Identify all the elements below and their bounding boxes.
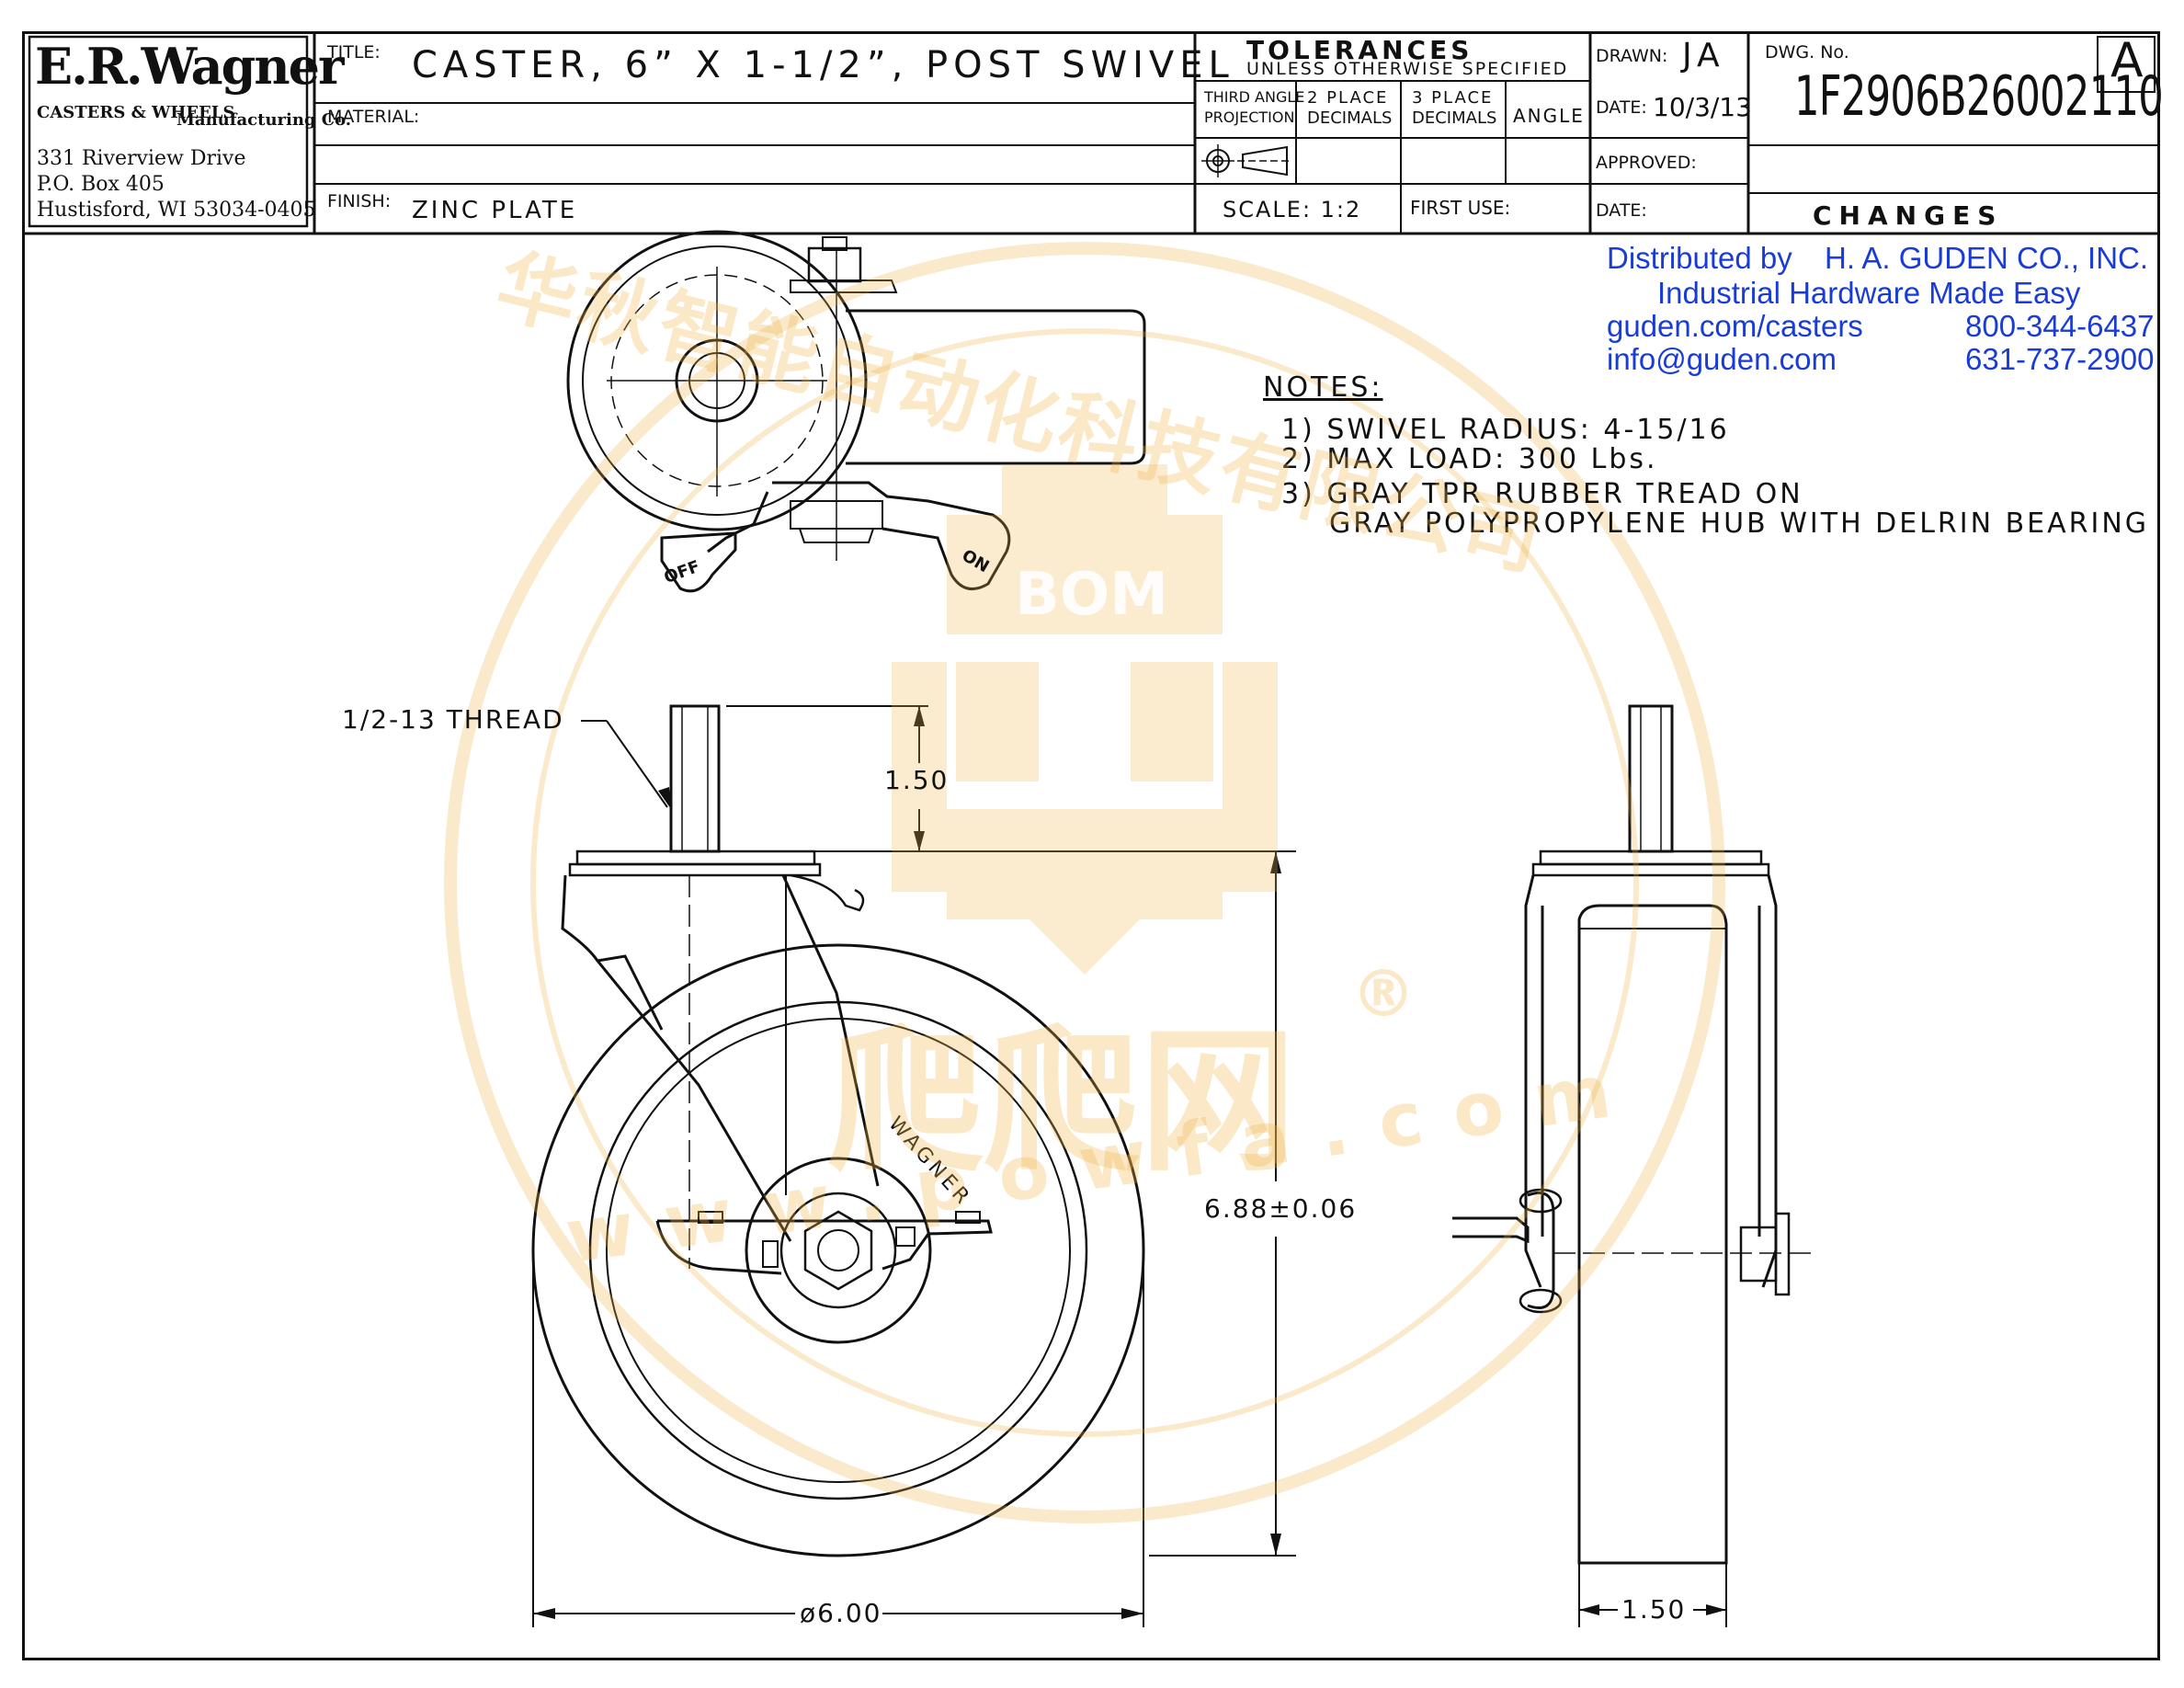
- note-2: 2) MAX LOAD: 300 Lbs.: [1281, 443, 1658, 475]
- two-place-line2: DECIMALS: [1307, 108, 1393, 128]
- tolerances-subtitle: UNLESS OTHERWISE SPECIFIED: [1246, 59, 1569, 79]
- tolerances-title: TOLERANCES: [1246, 35, 1473, 65]
- thread-callout: 1/2-13 THREAD: [342, 704, 564, 735]
- date2-label: DATE:: [1596, 200, 1647, 221]
- scale-label: SCALE: 1:2: [1223, 197, 1362, 222]
- top-view: [566, 230, 1146, 593]
- distributor-web-link[interactable]: guden.com/casters: [1607, 309, 1863, 343]
- dwg-number: 1F2906B26002110: [1794, 64, 2164, 129]
- wheel-diameter-dimension: ø6.00: [800, 1598, 882, 1628]
- address-line2: P.O. Box 405: [37, 173, 165, 196]
- watermark-bom-shape: [892, 464, 1278, 975]
- distributor-phone1: 800-344-6437: [1965, 309, 2155, 343]
- dwg-label: DWG. No.: [1765, 42, 1849, 63]
- drawing-sheet-border: [22, 31, 2160, 1660]
- watermark-bom: BOM: [1015, 561, 1168, 629]
- drawing-title: CASTER, 6” X 1-1/2”, POST SWIVEL: [412, 44, 1234, 86]
- width-dimension: 1.50: [1621, 1594, 1687, 1625]
- changes-label: CHANGES: [1813, 200, 2004, 231]
- watermark-rings: [444, 242, 1725, 1523]
- dimension-lines: [532, 705, 1727, 1627]
- watermark-registered: ®: [1351, 956, 1416, 1032]
- distributor-slogan: Industrial Hardware Made Easy: [1657, 276, 2081, 310]
- company-logo: E.R.Wagner: [35, 37, 344, 96]
- finish-label: FINISH:: [327, 191, 392, 211]
- side-view: [1452, 704, 1811, 1565]
- note-3: 3) GRAY TPR RUBBER TREAD ON: [1281, 478, 1803, 510]
- two-place-line1: 2 PLACE: [1307, 88, 1389, 108]
- date-label: DATE:: [1596, 97, 1647, 118]
- overall-height-dimension: 6.88±0.06: [1204, 1193, 1358, 1224]
- distributor-name: H. A. GUDEN CO., INC.: [1825, 241, 2149, 275]
- note-3-continued: GRAY POLYPROPYLENE HUB WITH DELRIN BEARI…: [1329, 508, 2150, 540]
- first-use-label: FIRST USE:: [1410, 197, 1511, 219]
- address-line3: Hustisford, WI 53034-0405: [37, 199, 316, 222]
- material-label: MATERIAL:: [327, 107, 420, 127]
- notes-heading: NOTES:: [1263, 371, 1383, 404]
- company-manufacturing: Manufacturing Co.: [176, 110, 352, 130]
- title-label: TITLE:: [327, 42, 381, 63]
- three-place-line1: 3 PLACE: [1412, 88, 1494, 108]
- distributor-phone2: 631-737-2900: [1965, 342, 2155, 376]
- drawn-label: DRAWN:: [1596, 46, 1668, 66]
- distributor-email-link[interactable]: info@guden.com: [1607, 342, 1837, 376]
- watermark-brand-cn: 爬爬网: [827, 1011, 1297, 1193]
- three-place-line2: DECIMALS: [1412, 108, 1497, 128]
- approved-label: APPROVED:: [1596, 153, 1697, 173]
- company-tagline: CASTERS & WHEELS: [37, 103, 235, 122]
- address-line1: 331 Riverview Drive: [37, 147, 246, 170]
- date-value: 10/3/13: [1653, 92, 1752, 122]
- projection-line1: THIRD ANGLE: [1204, 88, 1305, 106]
- dimension-arrows: [533, 706, 1726, 1619]
- note-1: 1) SWIVEL RADIUS: 4-15/16: [1281, 414, 1730, 446]
- drawn-value: JA: [1682, 37, 1725, 74]
- stem-length-dimension: 1.50: [884, 765, 950, 795]
- logo-box: [28, 35, 309, 228]
- finish-value: ZINC PLATE: [412, 197, 578, 224]
- distributed-by: Distributed by: [1607, 241, 1792, 275]
- angle-label: ANGLE: [1513, 105, 1585, 127]
- projection-line2: PROJECTION: [1204, 108, 1295, 126]
- revision-letter: A: [2110, 33, 2144, 88]
- front-view: [531, 704, 1145, 1557]
